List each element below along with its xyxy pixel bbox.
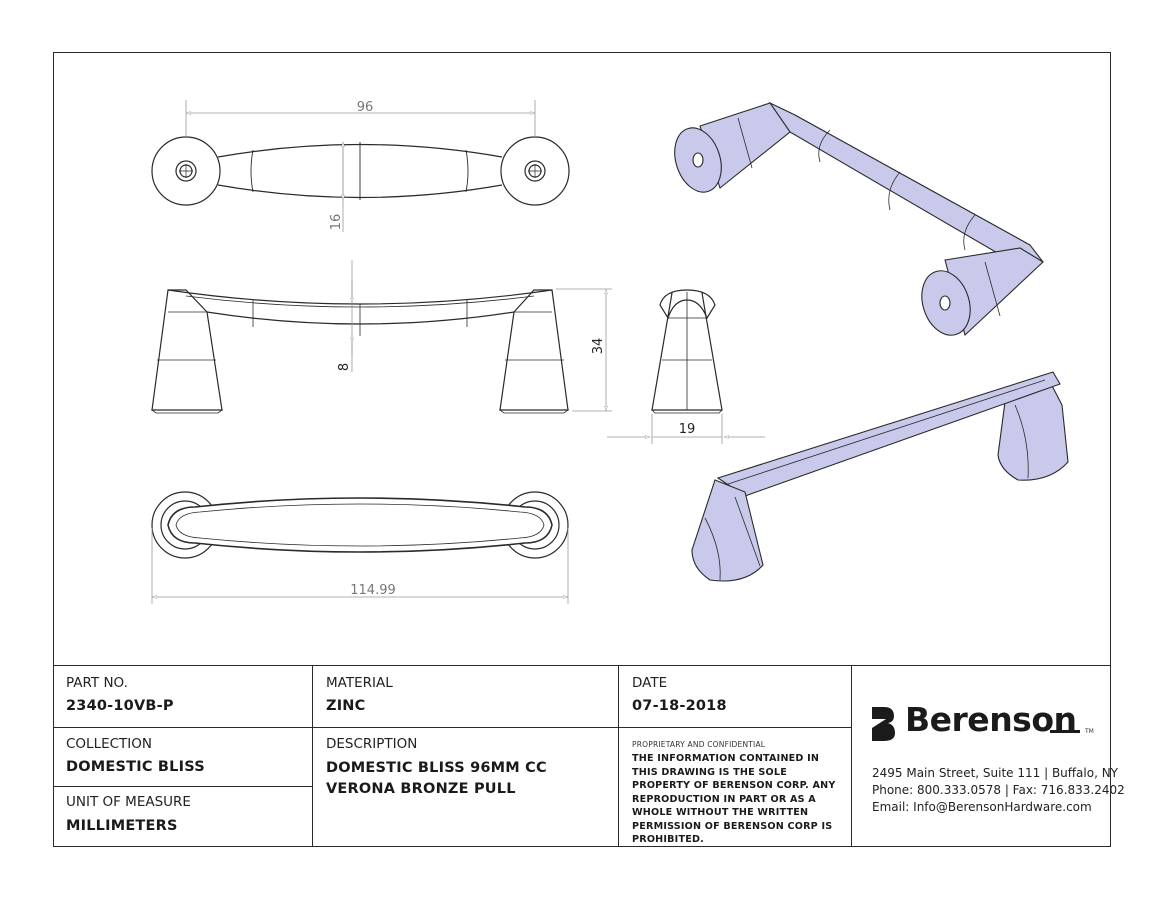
collection-label: COLLECTION — [66, 736, 153, 752]
dim-19-label: 19 — [679, 422, 696, 437]
date-value: 07-18-2018 — [632, 698, 727, 714]
company-phone-fax: Phone: 800.333.0578 | Fax: 716.833.2402 — [872, 783, 1125, 797]
dim-8: 8 — [337, 260, 354, 372]
company-email: Email: Info@BerensonHardware.com — [872, 800, 1092, 814]
dim-16: 16 — [329, 141, 345, 232]
brand-underline — [1050, 730, 1080, 733]
dim-34: 34 — [556, 288, 612, 412]
top-view — [151, 136, 570, 206]
drawing-sheet — [53, 52, 1111, 847]
material-value: ZINC — [326, 698, 366, 714]
material-label: MATERIAL — [326, 675, 393, 691]
isometric-view-top — [674, 101, 1044, 337]
date-label: DATE — [632, 675, 668, 691]
company-address: 2495 Main Street, Suite 111 | Buffalo, N… — [872, 766, 1119, 780]
description-label: DESCRIPTION — [326, 736, 418, 752]
front-view — [150, 289, 570, 414]
dim-96-label: 96 — [357, 100, 374, 115]
unit-label: UNIT OF MEASURE — [66, 794, 191, 810]
description-value: DOMESTIC BLISS 96MM CC VERONA BRONZE PUL… — [326, 760, 547, 797]
dim-19: 19 — [607, 414, 765, 444]
dim-34-label: 34 — [591, 338, 606, 355]
unit-value: MILLIMETERS — [66, 818, 178, 834]
side-view — [651, 289, 723, 414]
berenson-logo-icon — [872, 707, 895, 741]
collection-value: DOMESTIC BLISS — [66, 759, 205, 775]
dim-114-99: 114.99 — [151, 528, 569, 604]
dim-96: 96 — [185, 100, 536, 137]
proprietary-heading: PROPRIETARY AND CONFIDENTIAL — [632, 740, 766, 749]
trademark-mark: TM — [1085, 728, 1094, 735]
dim-114-99-label: 114.99 — [350, 583, 396, 598]
dim-8-label: 8 — [337, 363, 352, 371]
proprietary-text: THE INFORMATION CONTAINED IN THIS DRAWIN… — [632, 753, 836, 845]
bottom-view — [151, 491, 569, 559]
part-no-label: PART NO. — [66, 675, 128, 691]
dim-16-label: 16 — [329, 214, 344, 231]
isometric-view-bottom — [691, 371, 1069, 582]
company-name: Berenson — [905, 700, 1077, 739]
part-no-value: 2340-10VB-P — [66, 698, 174, 714]
